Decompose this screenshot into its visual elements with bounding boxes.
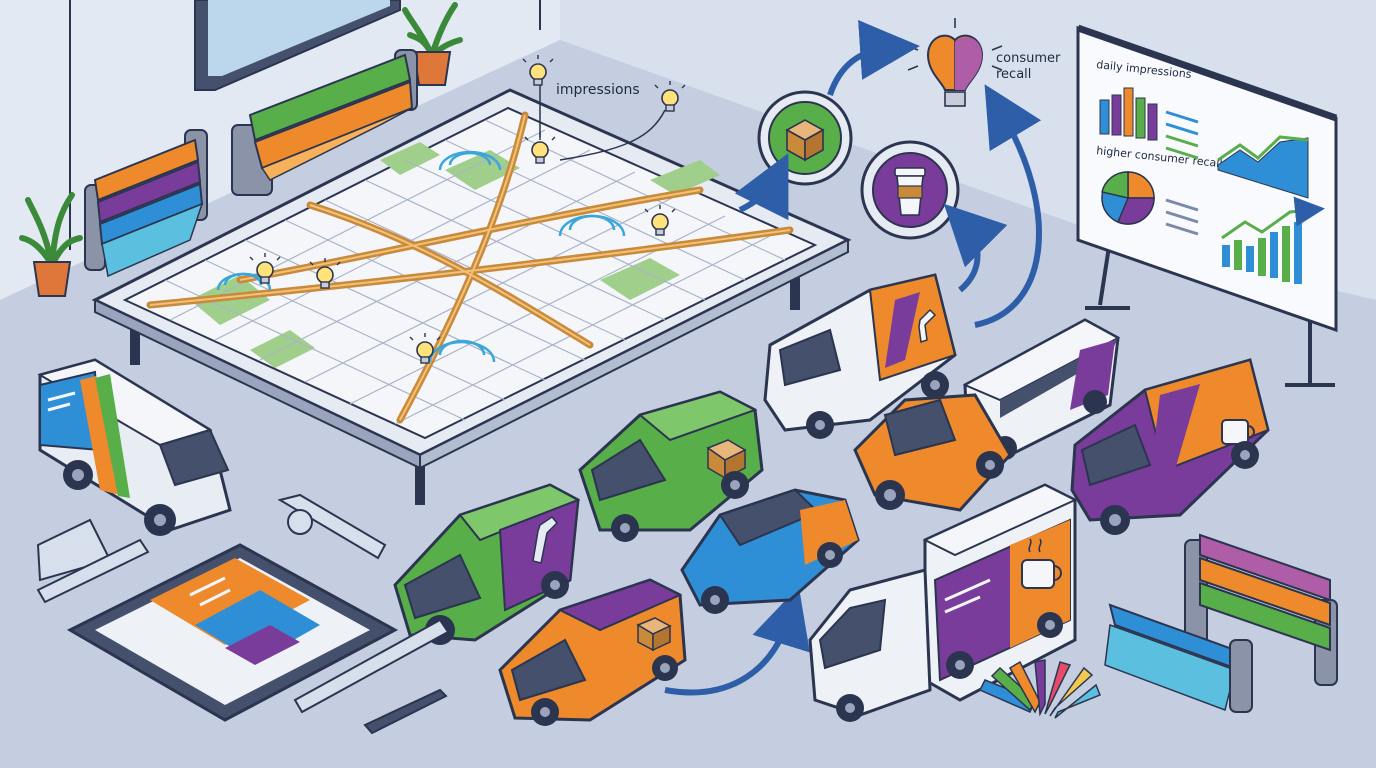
orange-purple-van xyxy=(498,578,687,726)
green-purple-van xyxy=(393,483,581,645)
box-truck xyxy=(808,483,1078,722)
color-swatch-fan xyxy=(978,659,1101,719)
coffee-cup-icon xyxy=(1221,419,1255,445)
vinyl-roll-stand-left xyxy=(84,129,208,278)
impressions-text: impressions xyxy=(556,82,640,98)
vinyl-roll-stand-back xyxy=(231,49,418,196)
city-map xyxy=(122,85,818,440)
package-icon xyxy=(636,617,672,652)
bar-chart-icon xyxy=(1099,87,1199,160)
white-orange-van xyxy=(763,273,957,439)
leader-line xyxy=(559,109,666,161)
brain-lightbulb-icon xyxy=(907,18,1003,107)
blue-car xyxy=(680,488,860,614)
consumer-recall-label: consumer recall xyxy=(907,18,1061,107)
recall-text: recall xyxy=(996,67,1031,82)
coffee-badge xyxy=(860,140,960,240)
green-van-center xyxy=(578,390,764,542)
coffee-cup-icon xyxy=(1021,538,1062,589)
window-frame xyxy=(194,0,401,91)
design-tablet xyxy=(66,543,399,722)
orange-pickup xyxy=(853,393,1012,512)
blue-white-van xyxy=(37,358,232,536)
drafting-tools xyxy=(36,493,450,735)
presentation-board: daily impressions higher consumer recall… xyxy=(1076,24,1338,387)
wrench-icon xyxy=(532,516,559,564)
white-trailer xyxy=(962,318,1121,462)
consumer-text: consumer xyxy=(996,51,1061,66)
impressions-label: impressions xyxy=(522,54,686,112)
purple-van xyxy=(1070,358,1270,535)
pie-chart-icon xyxy=(1101,171,1199,236)
package-icon xyxy=(706,439,747,480)
coffee-cup-icon xyxy=(894,167,926,216)
vinyl-roll-stand-right xyxy=(1104,533,1338,713)
wrench-icon xyxy=(918,308,937,343)
growth-chart-icon xyxy=(1221,196,1325,284)
flow-arrows xyxy=(664,20,1042,696)
package-icon xyxy=(785,119,825,162)
plant-pot-left xyxy=(19,192,83,297)
area-chart-icon xyxy=(1217,135,1309,199)
package-badge xyxy=(757,90,853,186)
